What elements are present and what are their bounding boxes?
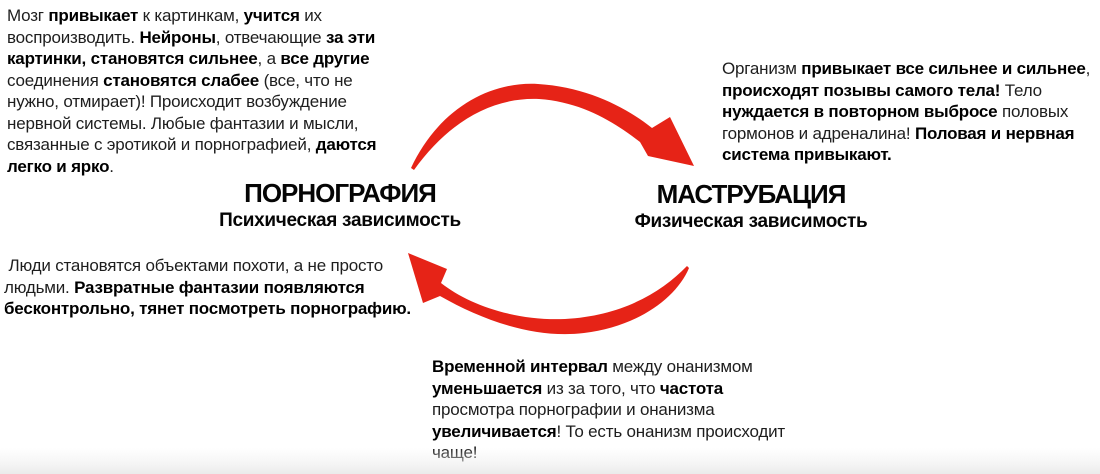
text-line: Временной интервал между онанизмом — [432, 357, 753, 376]
text-line: соединения становятся слабее (все, что н… — [7, 70, 353, 90]
psychological-dependence-label: Психическая зависимость — [219, 210, 461, 231]
text-line: Организм привыкает все сильнее и сильнее… — [722, 59, 1091, 78]
curved-arrow-bottom-icon — [408, 253, 689, 335]
text-line: Люди становятся объектами похоти, а не п… — [4, 256, 384, 275]
masturbation-title: МАСТРУБАЦИЯ — [656, 179, 847, 209]
text-line: увеличивается! То есть онанизм происходи… — [432, 421, 785, 441]
text-line: нужно, отмирает)! Происходит возбуждение — [7, 92, 347, 111]
time-interval-text-block: Временной интервал между онанизмом уменьш… — [432, 356, 785, 464]
text-line: нуждается в повторном выбросе половых — [722, 102, 1069, 121]
text-line: происходят позывы самого тела! Тело — [722, 80, 1042, 100]
physical-dependence-label: Физическая зависимость — [634, 211, 868, 232]
text-line: Мозг привыкает к картинкам, учится их — [7, 6, 322, 25]
text-line: гормонов и адреналина! Половая и нервная — [722, 123, 1075, 143]
text-line: людьми. Развратные фантазии появляются — [4, 277, 365, 297]
brain-habit-text-block: Мозг привыкает к картинкам, учится их вос… — [7, 5, 377, 177]
curved-arrow-top-icon — [411, 83, 694, 170]
page-bottom-edge-bar — [0, 448, 1100, 474]
masturbation-node: МАСТРУБАЦИЯ Физическая зависимость — [591, 179, 911, 234]
text-line: бесконтрольно, тянет посмотреть порногра… — [4, 299, 411, 318]
text-line: система привыкают. — [722, 145, 892, 164]
text-line: связанные с эротикой и порнографией, даю… — [7, 135, 377, 154]
pornography-title: ПОРНОГРАФИЯ — [244, 178, 437, 208]
text-line: картинки, становятся сильнее, а все друг… — [7, 49, 370, 68]
organism-habit-text-block: Организм привыкает все сильнее и сильнее… — [722, 58, 1090, 166]
text-line: уменьшается из за того, что частота — [432, 378, 724, 398]
text-line: воспроизводить. Нейроны, отвечающие за э… — [7, 27, 376, 47]
lust-objects-text-block: Люди становятся объектами похоти, а не п… — [4, 255, 411, 320]
text-line: легко и ярко. — [7, 156, 114, 176]
text-line: просмотра порнографии и онанизма — [432, 400, 715, 419]
pornography-node: ПОРНОГРАФИЯ Психическая зависимость — [180, 178, 500, 233]
text-line: нервной системы. Любые фантазии и мысли, — [7, 113, 359, 133]
